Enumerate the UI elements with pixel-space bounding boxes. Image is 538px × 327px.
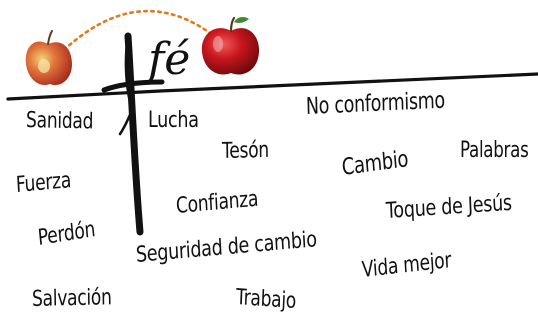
small-apple-icon: [25, 30, 72, 86]
fe-title: fé: [148, 34, 191, 85]
word-sanidad: Sanidad: [25, 108, 94, 135]
word-teson: Tesón: [221, 137, 270, 164]
word-lucha: Lucha: [148, 108, 199, 133]
word-salvacion: Salvación: [31, 285, 112, 312]
dotted-arc: [62, 9, 216, 52]
word-trabajo: Trabajo: [235, 285, 297, 315]
red-apple-icon: [201, 16, 260, 75]
word-palabras: Palabras: [460, 138, 529, 163]
word-fuerza: Fuerza: [15, 168, 72, 198]
cross-icon: [101, 32, 165, 236]
horizontal-rule: [6, 72, 538, 101]
